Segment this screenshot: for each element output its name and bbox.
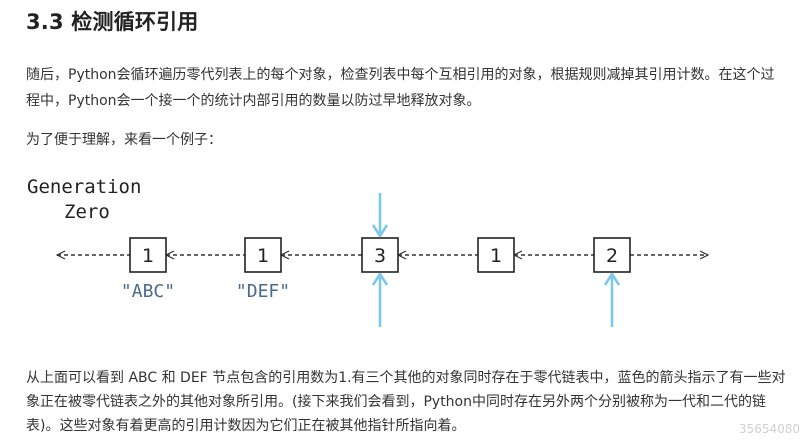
section-heading: 3.3 检测循环引用 — [26, 10, 199, 34]
generation-zero-diagram: Generation Zero 1 "ABC" 1 "DEF" 3 1 2 — [27, 176, 710, 327]
node-box — [477, 237, 515, 273]
explanation-paragraph: 从上面可以看到 ABC 和 DEF 节点包含的引用数为1.有三个其他的对象同时存… — [26, 370, 786, 434]
example-intro-paragraph: 为了便于理解，来看一个例子： — [26, 132, 222, 148]
node-ref-count: 3 — [374, 245, 386, 267]
list-node: 1 — [477, 237, 515, 273]
node-box — [361, 237, 399, 273]
node-label: "DEF" — [236, 281, 290, 302]
link-trailing-head — [699, 250, 710, 260]
arrow-head — [603, 272, 621, 286]
link-trailing-group — [630, 250, 710, 260]
node-box — [244, 237, 282, 273]
intro-paragraph: 随后，Python会循环遍历零代列表上的每个对象，检查列表中每个互相引用的对象，… — [26, 67, 775, 109]
list-node: 3 — [361, 237, 399, 273]
diagram-title-line1: Generation — [27, 176, 141, 198]
diagram-title-line2: Zero — [64, 201, 110, 223]
list-node: 1 "DEF" — [236, 237, 290, 302]
node-box — [593, 237, 631, 273]
watermark-text: 35654080 — [738, 422, 800, 436]
list-node: 2 — [593, 237, 631, 273]
linked-list-connectors — [57, 250, 710, 260]
linked-list-nodes: 1 "ABC" 1 "DEF" 3 1 2 — [121, 237, 631, 302]
node-ref-count: 1 — [257, 245, 269, 267]
node-ref-count: 1 — [490, 245, 502, 267]
list-node: 1 "ABC" — [121, 237, 175, 302]
arrow-head — [371, 272, 389, 286]
external-arrow-down — [371, 193, 389, 238]
node-box — [129, 237, 167, 273]
node-ref-count: 1 — [142, 245, 154, 267]
arrow-head — [371, 224, 389, 238]
external-reference-arrows — [371, 193, 621, 327]
external-arrow-up — [603, 272, 621, 327]
node-ref-count: 2 — [606, 245, 618, 267]
external-arrow-up — [371, 272, 389, 327]
node-label: "ABC" — [121, 281, 175, 302]
